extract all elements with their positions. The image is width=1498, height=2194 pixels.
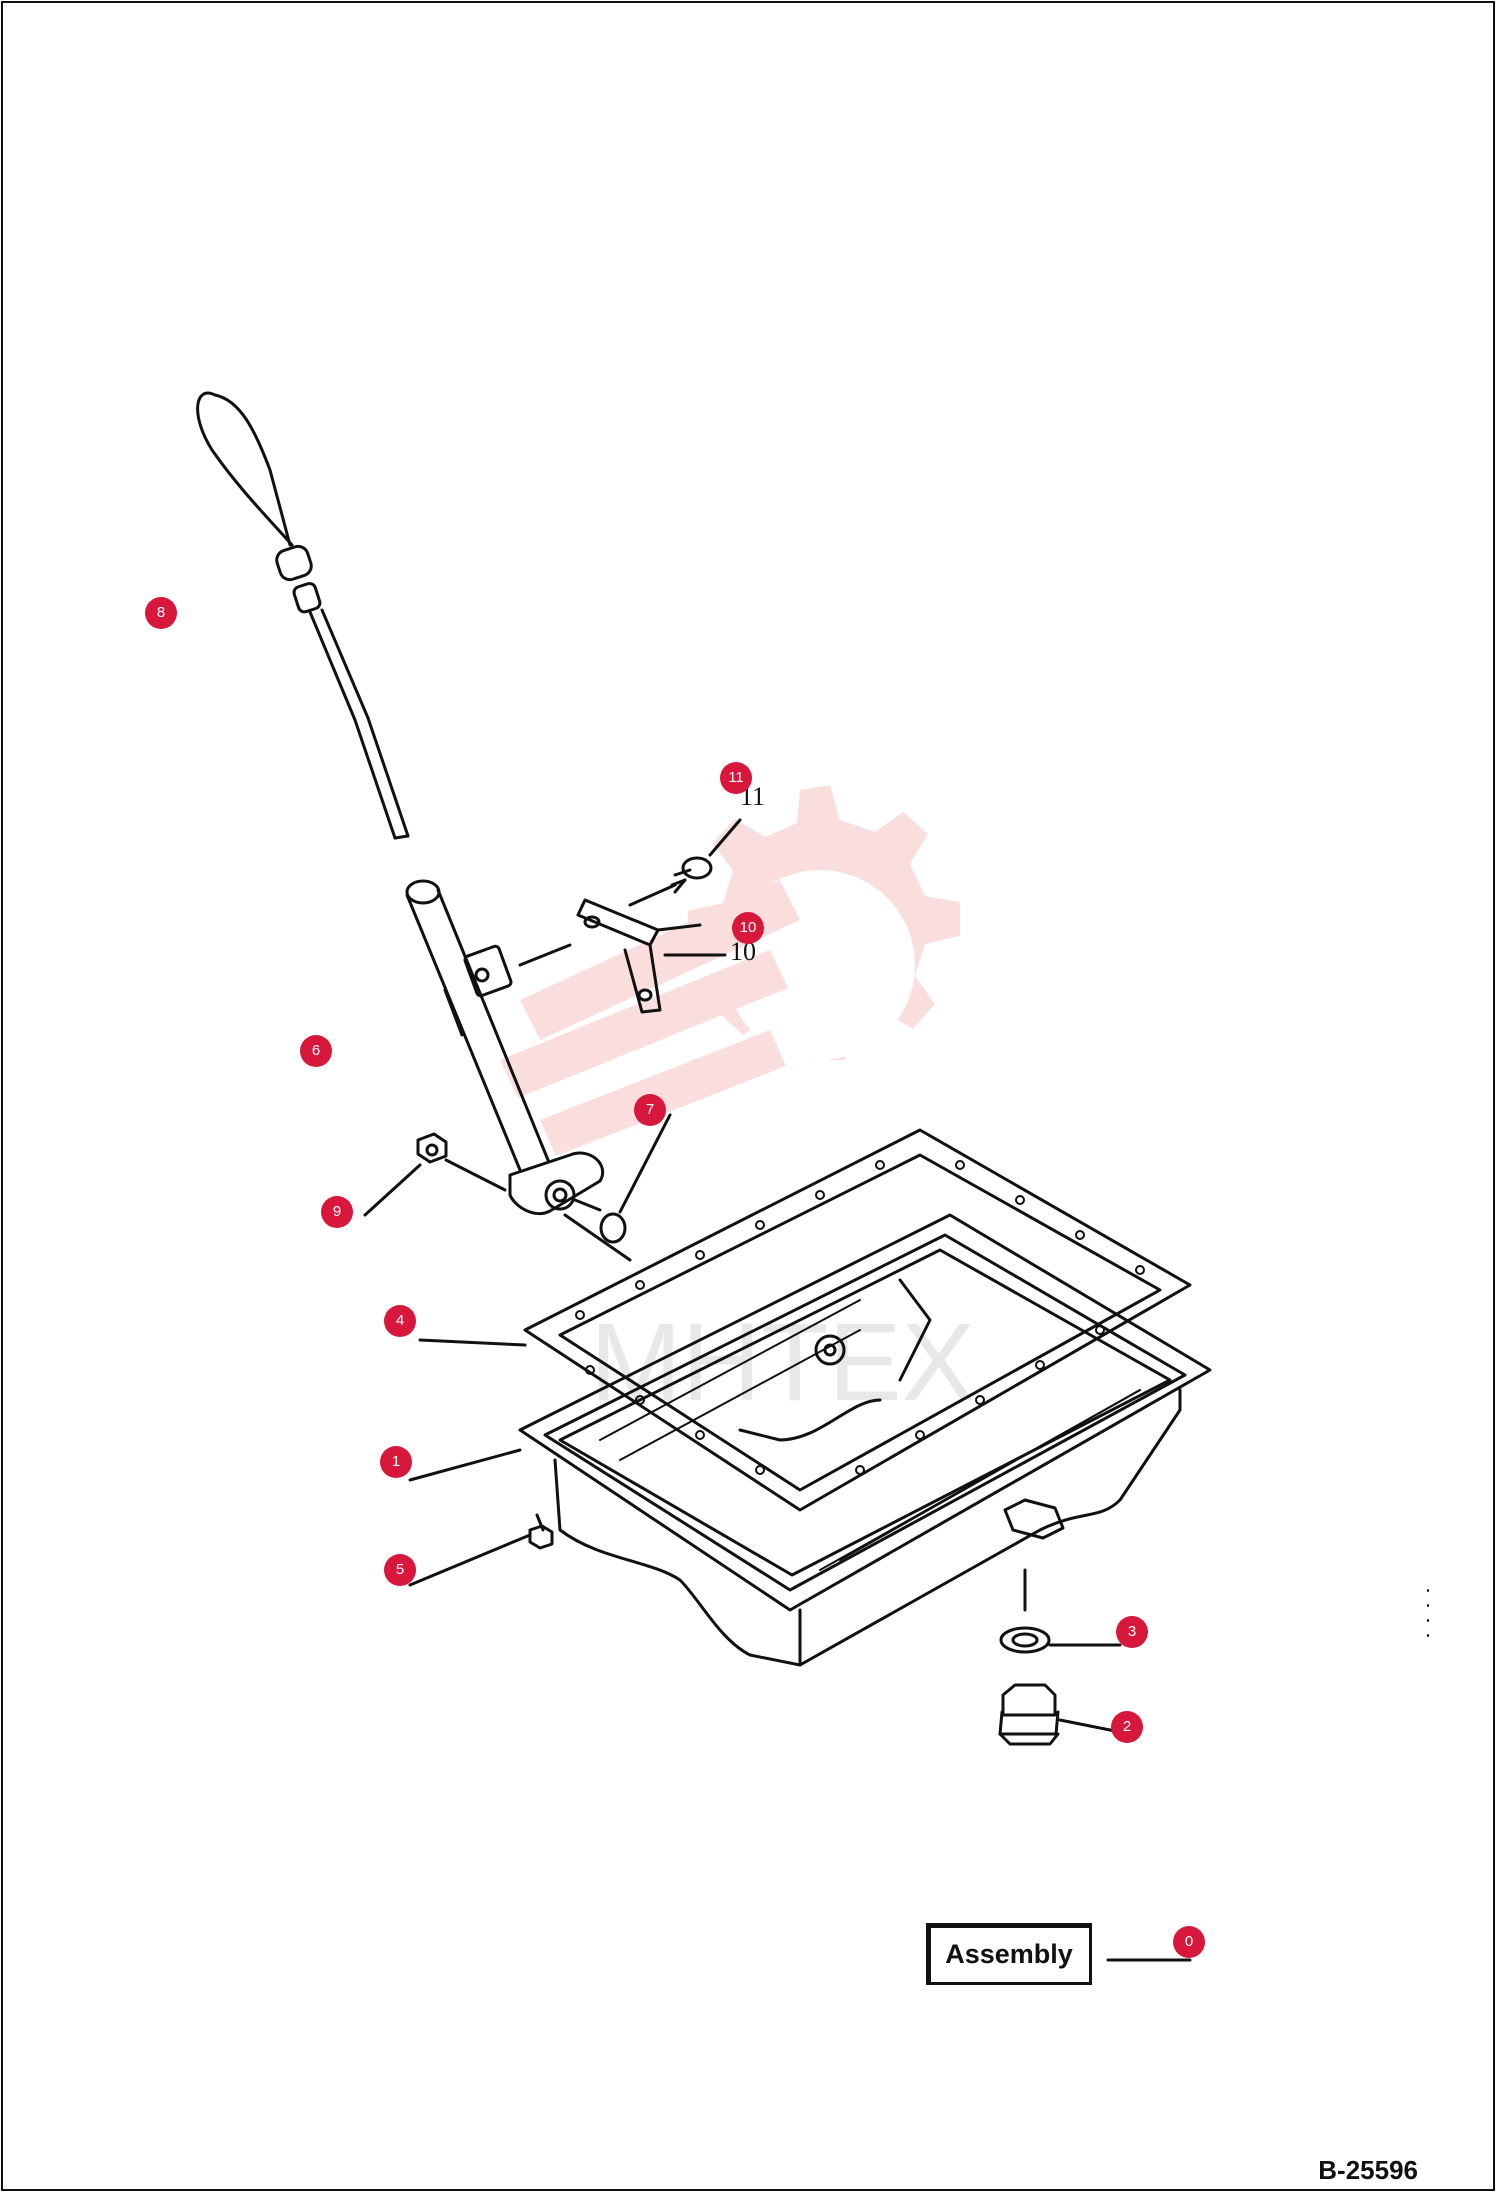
oil-pan-drawing <box>408 1213 1212 1667</box>
callout-0[interactable]: 0 <box>1173 1926 1205 1958</box>
callout-4[interactable]: 4 <box>384 1305 416 1337</box>
o-ring-drawing <box>563 1113 672 1262</box>
nut-drawing <box>363 1132 507 1217</box>
callout-6[interactable]: 6 <box>300 1035 332 1067</box>
callout-3[interactable]: 3 <box>1116 1616 1148 1648</box>
callout-1[interactable]: 1 <box>380 1446 412 1478</box>
watermark-gear-icon <box>500 785 960 1156</box>
gasket-drawing <box>418 1128 1192 1512</box>
bracket-drawing <box>518 818 742 1014</box>
dipstick-drawing <box>196 391 410 840</box>
callout-2[interactable]: 2 <box>1111 1711 1143 1743</box>
callout-10[interactable]: 10 <box>732 912 764 944</box>
callout-11[interactable]: 11 <box>720 762 752 794</box>
bolt-11-drawing <box>670 856 713 894</box>
watermark-text: МНТЕХ <box>590 1301 975 1424</box>
assembly-button[interactable]: Assembly <box>926 1923 1092 1985</box>
bolt-5-drawing <box>408 1513 554 1587</box>
assembly-label: Assembly <box>945 1939 1073 1969</box>
callout-5[interactable]: 5 <box>384 1554 416 1586</box>
callout-7[interactable]: 7 <box>634 1094 666 1126</box>
drain-assembly-drawing <box>998 1498 1137 1746</box>
callout-9[interactable]: 8 <box>145 597 177 629</box>
document-number: B-25596 <box>1318 2155 1418 2185</box>
dipstick-tube-drawing <box>405 879 605 1216</box>
callout-8[interactable]: 9 <box>321 1196 353 1228</box>
